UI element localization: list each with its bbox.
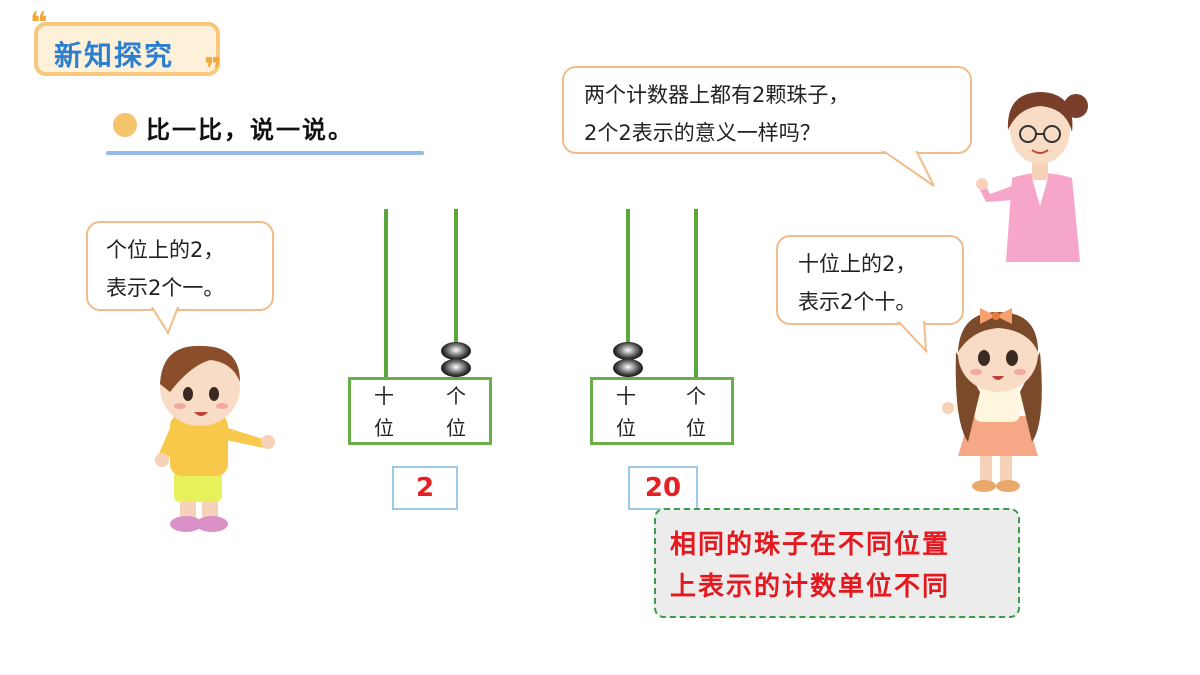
counter-2-base	[590, 377, 734, 445]
counter-1-bead-1	[441, 342, 471, 360]
counter-1-tens-char-1: 十	[374, 384, 394, 408]
conclusion-box: 相同的珠子在不同位置 上表示的计数单位不同	[654, 508, 1020, 618]
section-heading: 比一比，说一说。	[146, 116, 354, 144]
title-badge-frame	[34, 22, 220, 76]
conclusion-line-2: 上表示的计数单位不同	[670, 572, 951, 602]
counter-2-tens-label: 十 位	[614, 380, 638, 444]
conclusion-line-1: 相同的珠子在不同位置	[670, 530, 951, 560]
bullet-dot-icon	[113, 113, 137, 137]
counter-1-ones-char-2: 位	[446, 416, 466, 440]
boy-character-icon	[155, 345, 275, 532]
counter-2-ones-rod	[694, 209, 698, 379]
boy-bubble-line-1: 个位上的2，	[106, 238, 225, 262]
counter-1-tens-rod	[384, 209, 388, 379]
close-quote-icon: ❞	[204, 52, 222, 87]
counter-1-tens-char-2: 位	[374, 416, 394, 440]
boy-speech-bubble: 个位上的2， 表示2个一。	[86, 221, 274, 311]
counter-2-tens-char-2: 位	[616, 416, 636, 440]
counter-2-ones-char-1: 个	[686, 384, 706, 408]
title-badge: ❝ ❞ 新知探究	[28, 6, 228, 87]
girl-bubble-line-1: 十位上的2，	[798, 252, 917, 276]
teacher-bubble-line-1: 两个计数器上都有2颗珠子，	[584, 83, 850, 107]
counter-1-ones-rod	[454, 209, 458, 379]
counter-1-value: 2	[392, 466, 458, 510]
girl-speech-bubble: 十位上的2， 表示2个十。	[776, 235, 964, 325]
heading-underline	[106, 151, 424, 155]
teacher-character-icon	[976, 92, 1088, 262]
counter-2-tens-char-1: 十	[616, 384, 636, 408]
teacher-bubble-line-2: 2个2表示的意义一样吗？	[584, 121, 821, 145]
boy-bubble-line-2: 表示2个一。	[106, 276, 225, 300]
girl-character-icon	[942, 308, 1042, 492]
teacher-speech-bubble: 两个计数器上都有2颗珠子， 2个2表示的意义一样吗？	[562, 66, 972, 154]
counter-2-ones-char-2: 位	[686, 416, 706, 440]
girl-bubble-line-2: 表示2个十。	[798, 290, 917, 314]
counter-1-base	[348, 377, 492, 445]
open-quote-icon: ❝	[30, 6, 48, 41]
counter-2-bead-1	[613, 342, 643, 360]
boy-bubble-tail	[150, 307, 180, 336]
page-title: 新知探究	[54, 39, 175, 72]
counter-2-ones-label: 个 位	[684, 380, 708, 444]
counter-1-ones-char-1: 个	[446, 384, 466, 408]
counter-1-bead-2	[441, 359, 471, 377]
counter-1-tens-label: 十 位	[372, 380, 396, 444]
counter-2-value: 20	[628, 466, 698, 510]
girl-bubble-tail	[896, 321, 928, 354]
teacher-bubble-tail	[880, 150, 935, 187]
counter-1-ones-label: 个 位	[444, 380, 468, 444]
counter-2-tens-rod	[626, 209, 630, 379]
counter-2-bead-2	[613, 359, 643, 377]
